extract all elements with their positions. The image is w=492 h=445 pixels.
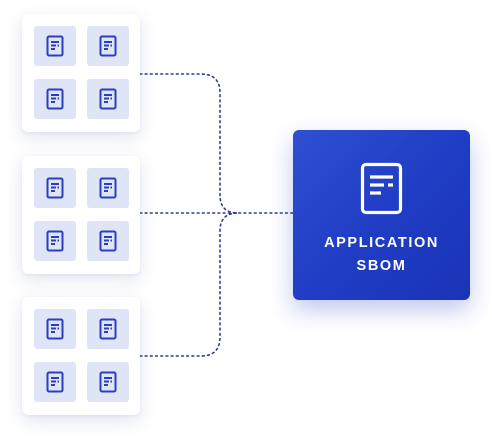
document-icon	[46, 177, 64, 199]
document-tile	[87, 362, 129, 402]
document-group-1	[22, 14, 140, 132]
sbom-card-label: APPLICATION SBOM	[293, 232, 470, 278]
document-icon	[99, 177, 117, 199]
document-tile	[87, 221, 129, 261]
document-icon	[46, 371, 64, 393]
document-icon	[46, 88, 64, 110]
document-tile	[34, 79, 76, 119]
document-icon	[99, 35, 117, 57]
connector-group-1	[139, 73, 239, 214]
document-icon	[46, 318, 64, 340]
document-tile	[34, 168, 76, 208]
document-icon	[360, 162, 403, 215]
document-icon	[99, 318, 117, 340]
document-tile	[87, 79, 129, 119]
connector-group-3	[139, 212, 239, 357]
sbom-label-line-1: APPLICATION	[324, 235, 439, 251]
document-tile	[87, 168, 129, 208]
sbom-label-line-2: SBOM	[356, 258, 407, 274]
document-icon	[99, 371, 117, 393]
document-icon	[46, 35, 64, 57]
document-tile	[34, 26, 76, 66]
application-sbom-card: APPLICATION SBOM	[293, 130, 470, 300]
document-icon	[46, 230, 64, 252]
document-icon	[99, 230, 117, 252]
document-group-2	[22, 156, 140, 274]
document-tile	[87, 26, 129, 66]
document-tile	[34, 362, 76, 402]
document-tile	[34, 221, 76, 261]
document-icon	[99, 88, 117, 110]
document-group-3	[22, 297, 140, 415]
document-tile	[87, 309, 129, 349]
document-tile	[34, 309, 76, 349]
